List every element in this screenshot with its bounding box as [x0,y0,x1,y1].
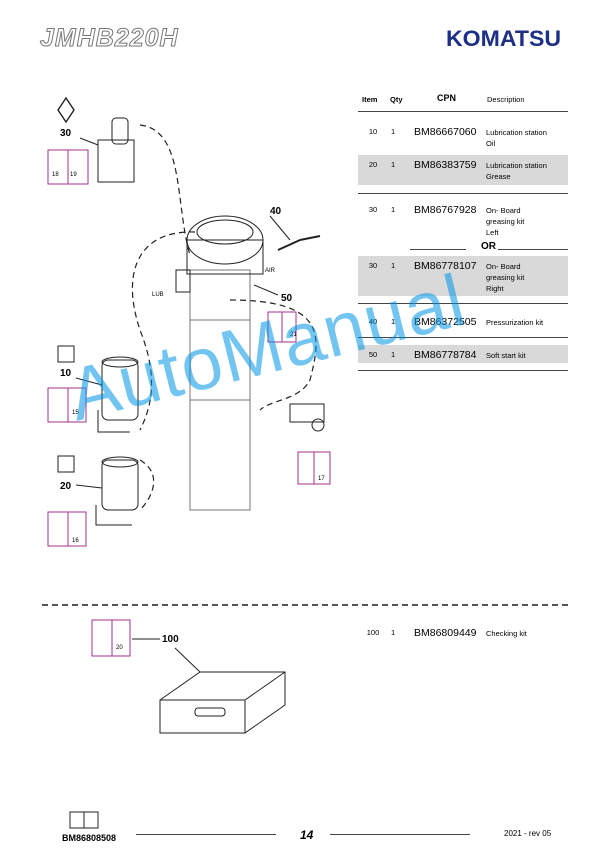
callout-100: 100 [162,634,179,645]
section-divider [42,604,568,606]
row-cpn: BM86767928 [414,204,477,216]
row-divider [358,337,568,338]
col-header-qty: Qty [390,95,403,104]
row-divider [358,193,568,194]
row-item: 100 [366,628,380,637]
row-qty: 1 [391,160,396,169]
or-divider-left [410,249,466,250]
row-cpn: BM86809449 [414,627,477,639]
row-item: 10 [368,127,378,136]
row-cpn: BM86778784 [414,349,477,361]
row-cpn: BM86383759 [414,159,477,171]
row-desc: Pressurization kit [486,318,544,327]
book-ref: 17 [318,476,325,482]
row-divider [358,303,568,304]
row-item: 20 [368,160,378,169]
footer-code: BM86808508 [62,833,117,843]
callout-30: 30 [60,128,72,139]
footer-rule-left [136,834,276,835]
row-item: 30 [368,261,378,270]
revision: 2021 - rev 05 [504,829,552,838]
footer-rule-right [330,834,470,835]
col-header-item: Item [362,95,378,104]
row-cpn: BM86778107 [414,260,477,272]
table-row: 100 1 BM86809449 Checking kit [358,627,568,642]
row-desc: Soft start kit [486,351,526,360]
row-cpn: BM86372505 [414,316,477,328]
manual-book-icon [69,811,99,829]
col-header-description: Description [487,95,525,104]
row-cpn: BM86667060 [414,126,477,138]
page-number: 14 [300,828,314,842]
header-rule [358,111,568,112]
row-item: 50 [368,350,378,359]
book-ref: 15 [72,410,79,416]
or-separator: OR [481,241,496,252]
lub-label: LUB [152,292,164,298]
book-ref: 21 [290,332,297,338]
model-name: JMHB220H [40,24,179,53]
col-header-cpn: CPN [437,93,457,103]
row-qty: 1 [391,350,396,359]
book-ref: 19 [70,172,77,178]
row-item: 40 [368,317,378,326]
table-row: 50 1 BM86778784 Soft start kit [358,345,568,363]
or-divider-right [498,249,568,250]
callout-10: 10 [60,368,72,379]
book-ref: 20 [116,645,123,651]
row-desc: Checking kit [486,629,527,638]
row-divider [358,370,568,371]
book-ref: 16 [72,538,79,544]
row-qty: 1 [391,628,396,637]
row-qty: 1 [391,205,396,214]
air-label: AIR [265,268,276,274]
book-ref: 18 [52,172,59,178]
callout-50: 50 [281,293,293,304]
row-qty: 1 [391,261,396,270]
table-row: 40 1 BM86372505 Pressurization kit [358,316,568,331]
callout-20: 20 [60,481,72,492]
brand-logo: KOMATSU [446,26,562,51]
callout-40: 40 [270,206,282,217]
row-item: 30 [368,205,378,214]
row-qty: 1 [391,317,396,326]
row-qty: 1 [391,127,396,136]
